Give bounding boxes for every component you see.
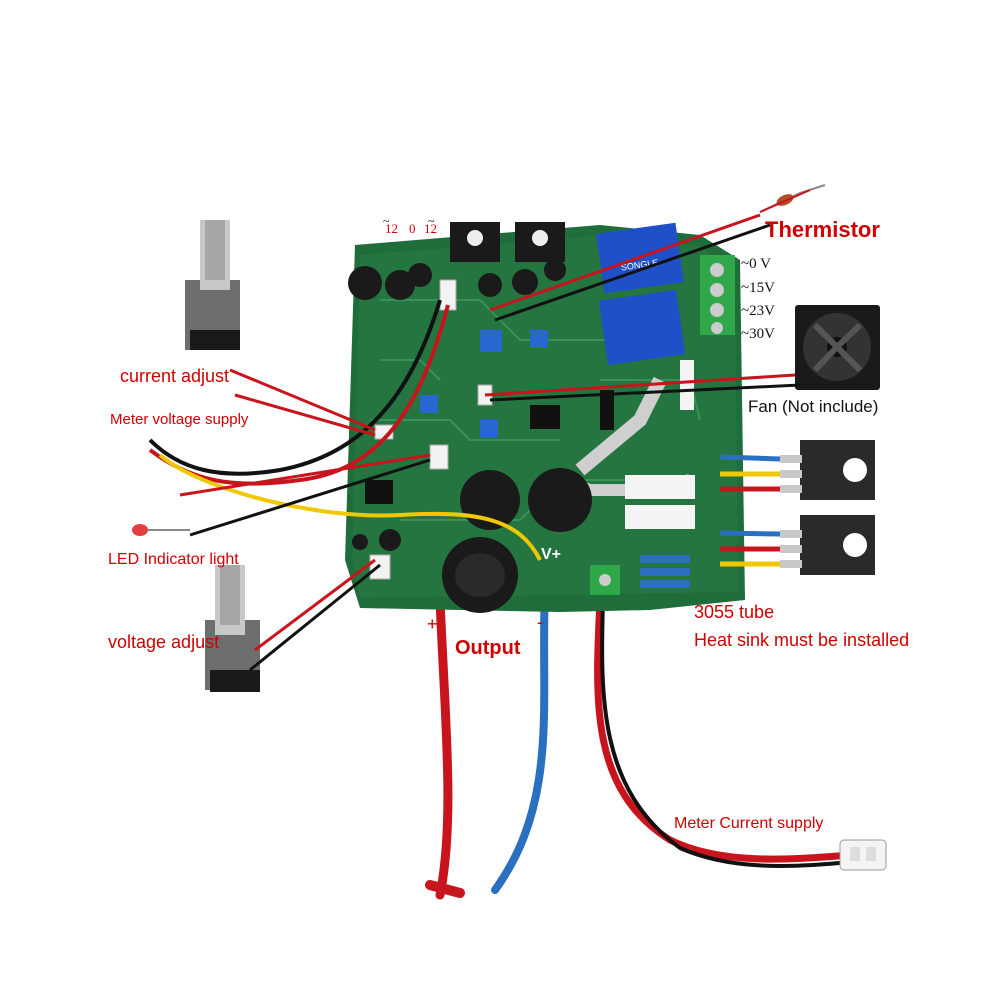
ac-tap-23v: ~23V <box>741 303 775 319</box>
callout-lines <box>179 213 801 672</box>
led-indicator-label: LED Indicator light <box>108 551 239 568</box>
led-icon <box>132 524 190 536</box>
current-potentiometer-icon <box>185 220 240 350</box>
meter-current-connector-icon <box>839 839 887 871</box>
transformer-tilde-left: ~ <box>383 214 390 228</box>
transformer-value-12b: 12 <box>424 221 437 236</box>
transistor-wires <box>719 454 781 567</box>
meter-current-supply-label: Meter Current supply <box>674 815 824 832</box>
output-terminal-block <box>590 565 620 595</box>
tube-label: 3055 tube <box>694 602 775 622</box>
trimmer-icon <box>420 330 548 438</box>
output-wires <box>425 586 854 900</box>
ac-tap-15v: ~15V <box>741 280 775 296</box>
output-plus-label: + <box>427 614 438 634</box>
transistor-icon <box>780 440 875 575</box>
output-minus-label: - <box>537 612 543 632</box>
transformer-value-12a: 12 <box>385 221 398 236</box>
heat-sink-label: Heat sink must be installed <box>694 630 910 650</box>
resistor-icon <box>600 360 695 588</box>
thermistor-icon <box>759 184 826 213</box>
output-label: Output <box>455 637 521 659</box>
fan-label: Fan (Not include) <box>748 397 879 416</box>
ic-chip-icon <box>365 405 560 504</box>
meter-voltage-supply-label: Meter voltage supply <box>110 411 249 428</box>
voltage-potentiometer-icon <box>205 565 260 692</box>
ac-tap-30v: ~30V <box>741 326 775 342</box>
transformer-tilde-right: ~ <box>428 214 435 228</box>
voltage-adjust-label: voltage adjust <box>108 632 220 652</box>
fan-icon <box>795 305 880 390</box>
thermistor-label: Thermistor <box>765 217 880 242</box>
ac-terminal-block <box>700 255 735 335</box>
transformer-value-0: 0 <box>409 221 416 236</box>
ac-tap-0v: ~0 V <box>741 256 771 272</box>
vplus-label: V+ <box>541 546 562 563</box>
regulator-icon <box>450 222 565 262</box>
current-adjust-label: current adjust <box>120 366 230 386</box>
meter-voltage-wires <box>148 299 542 561</box>
